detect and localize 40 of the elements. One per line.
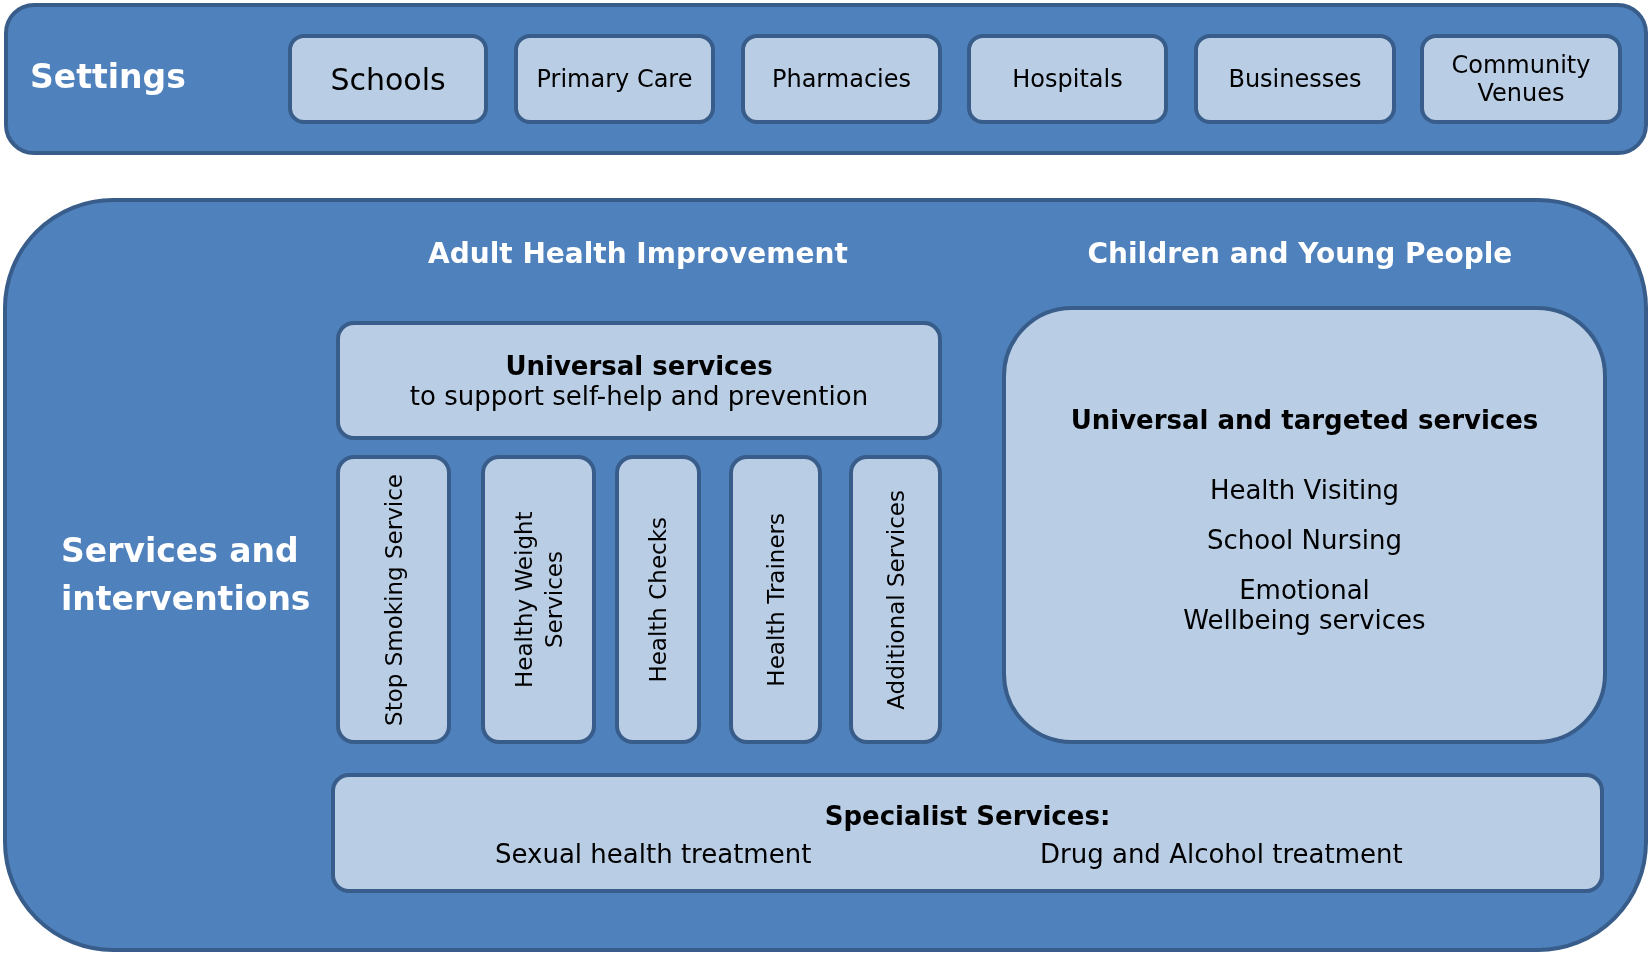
service-label: to support self-help and prevention	[409, 380, 869, 411]
service-box	[849, 455, 942, 744]
services-panel	[3, 198, 1648, 952]
service-box	[336, 455, 451, 744]
service-label: Healthy Weight Services	[509, 510, 568, 690]
setting-box	[967, 34, 1168, 124]
service-box	[729, 455, 822, 744]
service-label: Sexual health treatment	[495, 839, 812, 869]
service-label: Emotional Wellbeing services	[1182, 575, 1427, 635]
column-heading: Adult Health Improvement	[428, 236, 848, 270]
service-label: Stop Smoking Service	[379, 473, 408, 726]
box-label: Schools	[329, 61, 447, 97]
service-box	[336, 321, 942, 440]
setting-box	[288, 34, 488, 124]
service-box	[481, 455, 596, 744]
service-label: Drug and Alcohol treatment	[1040, 839, 1403, 869]
box-label: Hospitals	[1011, 65, 1124, 93]
settings-panel	[4, 3, 1648, 155]
setting-box	[1194, 34, 1396, 124]
box-heading: Universal services	[505, 350, 773, 381]
service-label: Additional Services	[881, 489, 910, 710]
box-label: Primary Care	[535, 65, 694, 93]
box-heading: Specialist Services:	[824, 801, 1111, 831]
service-box	[615, 455, 701, 744]
service-box	[331, 773, 1604, 893]
setting-box	[1420, 34, 1622, 124]
service-label: Health Visiting	[1208, 475, 1401, 505]
box-label: Businesses	[1227, 65, 1363, 93]
service-label: School Nursing	[1206, 525, 1403, 555]
setting-box	[514, 34, 715, 124]
service-label: Health Checks	[644, 516, 672, 683]
service-label: Health Trainers	[761, 512, 790, 687]
box-label: Community Venues	[1450, 51, 1592, 107]
box-label: Pharmacies	[770, 65, 913, 93]
panel-heading: Settings	[30, 57, 186, 96]
setting-box	[741, 34, 942, 124]
column-heading: Children and Young People	[1087, 236, 1513, 270]
panel-heading: Services and interventions	[61, 530, 311, 620]
service-box	[1002, 306, 1607, 744]
box-heading: Universal and targeted services	[1070, 405, 1539, 435]
